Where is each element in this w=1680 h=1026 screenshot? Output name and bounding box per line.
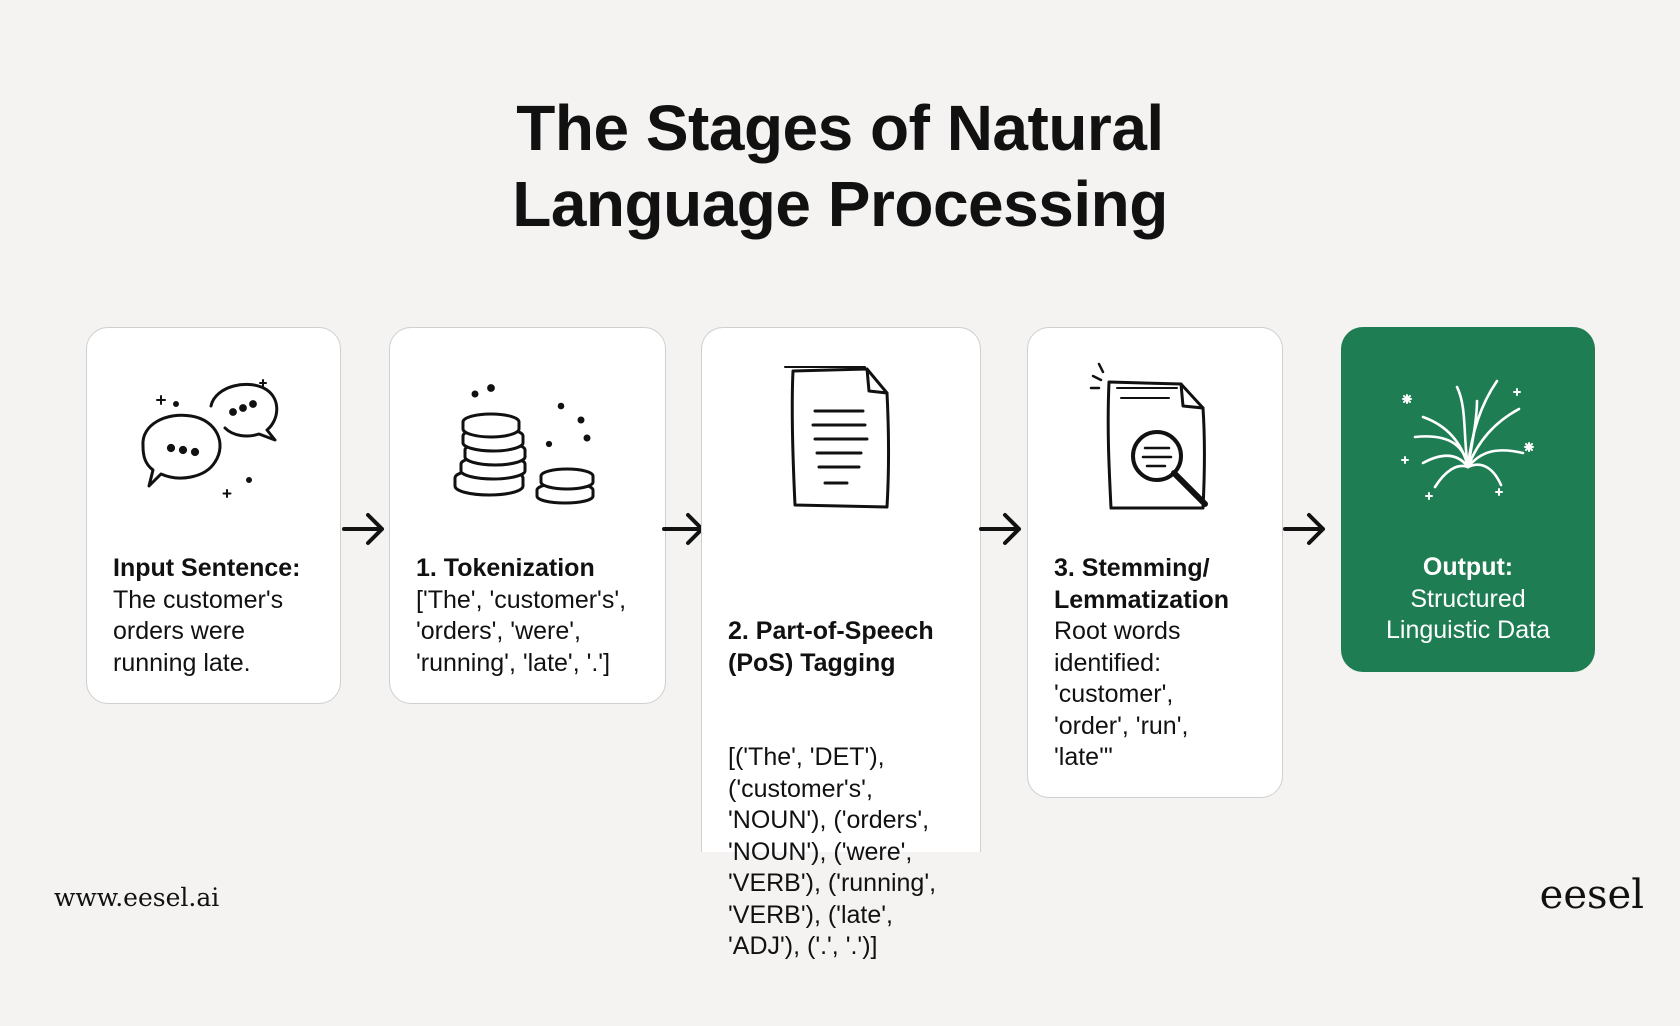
stage-heading: Output: [1422, 553, 1514, 581]
stage-heading: 2. Part-of-Speech (PoS) Tagging [728, 617, 934, 677]
stage-body: Root words identified: 'customer', 'orde… [1054, 617, 1189, 771]
stage-heading: Input Sentence: [113, 554, 301, 582]
title-line-1: The Stages of Natural [516, 92, 1164, 164]
stage-heading: 3. Stemming/ Lemmatization [1054, 554, 1230, 614]
title-line-2: Language Processing [512, 168, 1168, 240]
stage-card-output: Output: Structured Linguistic Data [1341, 327, 1595, 672]
arrow-right-icon [1283, 513, 1325, 545]
firework-icon [1341, 357, 1595, 517]
stage-card-pos-tagging: 2. Part-of-Speech (PoS) Tagging [('The',… [701, 327, 981, 960]
chat-bubbles-icon [87, 358, 340, 518]
stage-body: The customer's orders were running late. [113, 585, 284, 677]
stage-card-input: Input Sentence: The customer's orders we… [86, 327, 341, 704]
document-icon [702, 358, 980, 518]
arrow-right-icon [979, 513, 1021, 545]
stage-body: Structured Linguistic Data [1386, 584, 1550, 645]
document-search-icon [1028, 358, 1282, 518]
arrow-right-icon [662, 513, 704, 545]
stage-card-stemming: 3. Stemming/ Lemmatization Root words id… [1027, 327, 1283, 798]
eesel-logo: eesel [1539, 872, 1644, 918]
stage-body: [('The', 'DET'), ('customer's', 'NOUN'),… [728, 743, 937, 960]
page-title: The Stages of Natural Language Processin… [0, 90, 1680, 242]
coin-stacks-icon [390, 358, 665, 518]
stage-card-tokenization: 1. Tokenization ['The', 'customer's', 'o… [389, 327, 666, 704]
stage-heading: 1. Tokenization [416, 554, 595, 582]
stage-body: ['The', 'customer's', 'orders', 'were', … [416, 585, 627, 677]
arrow-right-icon [342, 513, 384, 545]
footer-url: www.eesel.ai [54, 883, 220, 912]
